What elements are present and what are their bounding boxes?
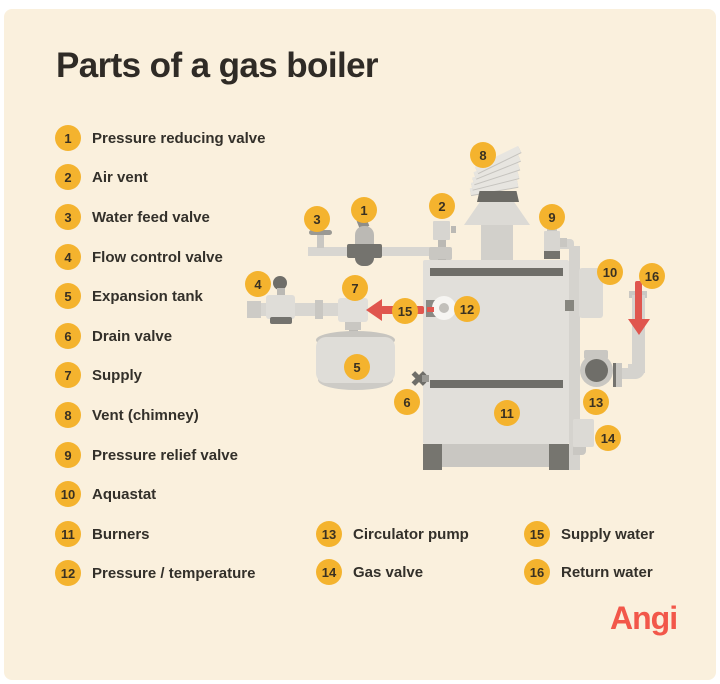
legend-badge-16: 16 — [524, 559, 550, 585]
boiler-foot-left — [423, 444, 442, 470]
legend-badge-14: 14 — [316, 559, 342, 585]
legend-badge-6: 6 — [55, 323, 81, 349]
legend-item-vent-chimney: 8 Vent (chimney) — [55, 402, 199, 428]
supply-pipe-endcap — [247, 301, 261, 318]
legend-item-burners: 11 Burners — [55, 521, 150, 547]
legend-item-circulator-pump: 13 Circulator pump — [316, 521, 469, 547]
legend-item-supply: 7 Supply — [55, 362, 142, 388]
page-title: Parts of a gas boiler — [56, 46, 379, 85]
legend-badge-5: 5 — [55, 283, 81, 309]
legend-item-flow-control-valve: 4 Flow control valve — [55, 244, 223, 270]
pipe-coupler — [315, 300, 323, 319]
legend-badge-4: 4 — [55, 244, 81, 270]
legend-item-pressure-relief-valve: 9 Pressure relief valve — [55, 442, 238, 468]
legend-badge-12: 12 — [55, 560, 81, 586]
right-riser-pipe — [569, 246, 580, 470]
legend-badge-3: 3 — [55, 204, 81, 230]
angi-logo: Angi — [610, 600, 678, 636]
diagram-badge-1: 1 — [351, 197, 377, 223]
legend-badge-10: 10 — [55, 481, 81, 507]
burner-section-stripe — [430, 380, 563, 388]
legend-item-pressure-temperature: 12 Pressure / temperature — [55, 560, 255, 586]
legend-item-supply-water: 15 Supply water — [524, 521, 654, 547]
legend-item-expansion-tank: 5 Expansion tank — [55, 283, 203, 309]
legend-item-pressure-reducing-valve: 1 Pressure reducing valve — [55, 125, 265, 151]
diagram-badge-9: 9 — [539, 204, 565, 230]
diagram-badge-4: 4 — [245, 271, 271, 297]
legend-badge-7: 7 — [55, 362, 81, 388]
legend-item-air-vent: 2 Air vent — [55, 164, 148, 190]
legend-item-gas-valve: 14 Gas valve — [316, 559, 423, 585]
boiler-top-stripe — [430, 268, 563, 276]
diagram-badge-5: 5 — [344, 354, 370, 380]
legend-item-aquastat: 10 Aquastat — [55, 481, 156, 507]
diagram-badge-12: 12 — [454, 296, 480, 322]
diagram-badge-2: 2 — [429, 193, 455, 219]
diagram-badge-13: 13 — [583, 389, 609, 415]
boiler-base — [441, 444, 551, 467]
diagram-badge-15: 15 — [392, 298, 418, 324]
diagram-badge-7: 7 — [342, 275, 368, 301]
legend-badge-15: 15 — [524, 521, 550, 547]
diagram-badge-16: 16 — [639, 263, 665, 289]
diagram-badge-11: 11 — [494, 400, 520, 426]
boiler-foot-right — [549, 444, 569, 470]
legend-item-water-feed-valve: 3 Water feed valve — [55, 204, 210, 230]
legend-item-drain-valve: 6 Drain valve — [55, 323, 172, 349]
diagram-badge-8: 8 — [470, 142, 496, 168]
legend-badge-2: 2 — [55, 164, 81, 190]
legend-badge-9: 9 — [55, 442, 81, 468]
legend-badge-8: 8 — [55, 402, 81, 428]
legend-badge-13: 13 — [316, 521, 342, 547]
legend-item-return-water: 16 Return water — [524, 559, 653, 585]
diagram-badge-3: 3 — [304, 206, 330, 232]
legend-badge-1: 1 — [55, 125, 81, 151]
diagram-badge-14: 14 — [595, 425, 621, 451]
diagram-badge-10: 10 — [597, 259, 623, 285]
diagram-badge-6: 6 — [394, 389, 420, 415]
legend-badge-11: 11 — [55, 521, 81, 547]
